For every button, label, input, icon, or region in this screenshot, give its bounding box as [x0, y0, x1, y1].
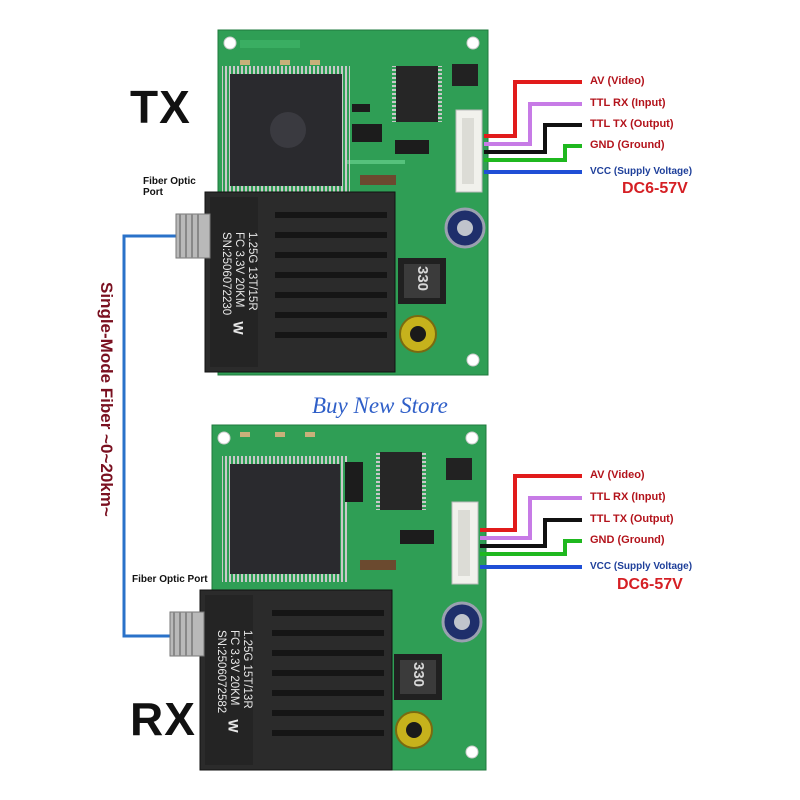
rx-wire-label-ttl-tx: TTL TX (Output)	[590, 513, 674, 525]
watermark: Buy New Store	[312, 393, 448, 418]
rx-wire-label-ttl-rx: TTL RX (Input)	[590, 491, 666, 503]
fiber-link-label: Single-Mode Fiber ~0~20km~	[97, 282, 116, 517]
tx-wire-label-ttl-tx: TTL TX (Output)	[590, 118, 674, 130]
rx-main-chip	[230, 464, 340, 574]
rx-wire-av	[480, 474, 582, 532]
rx-wire-ttl-tx	[480, 518, 582, 548]
rx-wire-ttl-rx	[480, 496, 582, 540]
rx-module-markings: 1.25G 15T/13R FC 3.3V 20KM SN:2506072582	[214, 630, 253, 713]
rx-wire-label-vcc: VCC (Supply Voltage)	[590, 561, 693, 572]
rx-wire-harness	[480, 474, 582, 569]
tx-module-line-2: FC 3.3V 20KM	[233, 232, 245, 308]
fiber-cable	[122, 234, 178, 638]
tx-wire-label-vcc: VCC (Supply Voltage)	[590, 166, 693, 177]
tx-label: TX	[130, 81, 191, 133]
tx-module-line-1: 1.25G 13T/15R	[246, 232, 258, 311]
tx-module-line-3: SN:2506072230	[220, 232, 232, 316]
rx-module-line-3: SN:2506072582	[215, 630, 227, 714]
rx-module-logo: W	[225, 719, 242, 733]
rx-label: RX	[130, 693, 196, 745]
rx-wire-label-av: AV (Video)	[590, 469, 645, 481]
rx-fiber-port-label: Fiber Optic Port	[132, 574, 208, 585]
tx-wire-label-gnd: GND (Ground)	[590, 139, 665, 151]
tx-board	[175, 29, 489, 376]
rx-module-line-2: FC 3.3V 20KM	[228, 630, 240, 706]
rx-module-line-1: 1.25G 15T/13R	[241, 630, 253, 709]
tx-wire-gnd	[484, 144, 582, 162]
rx-voltage: DC6-57V	[617, 576, 683, 593]
tx-wire-label-ttl-rx: TTL RX (Input)	[590, 97, 666, 109]
tx-voltage: DC6-57V	[622, 180, 688, 197]
tx-wire-ttl-rx	[484, 102, 582, 146]
rx-wire-gnd	[480, 539, 582, 556]
rx-board	[169, 424, 487, 771]
rx-inductor-marking: 330	[410, 661, 428, 688]
tx-inductor-marking: 330	[414, 265, 432, 292]
rx-wire-label-gnd: GND (Ground)	[590, 534, 665, 546]
tx-module-markings: 1.25G 13T/15R FC 3.3V 20KM SN:2506072230	[219, 232, 258, 315]
tx-wire-av	[484, 80, 582, 138]
tx-wire-harness	[484, 80, 582, 174]
tx-fiber-port-label: Fiber Optic Port	[143, 176, 196, 198]
tx-module-logo: W	[230, 321, 247, 335]
tx-wire-ttl-tx	[484, 123, 582, 154]
tx-wire-label-av: AV (Video)	[590, 75, 645, 87]
